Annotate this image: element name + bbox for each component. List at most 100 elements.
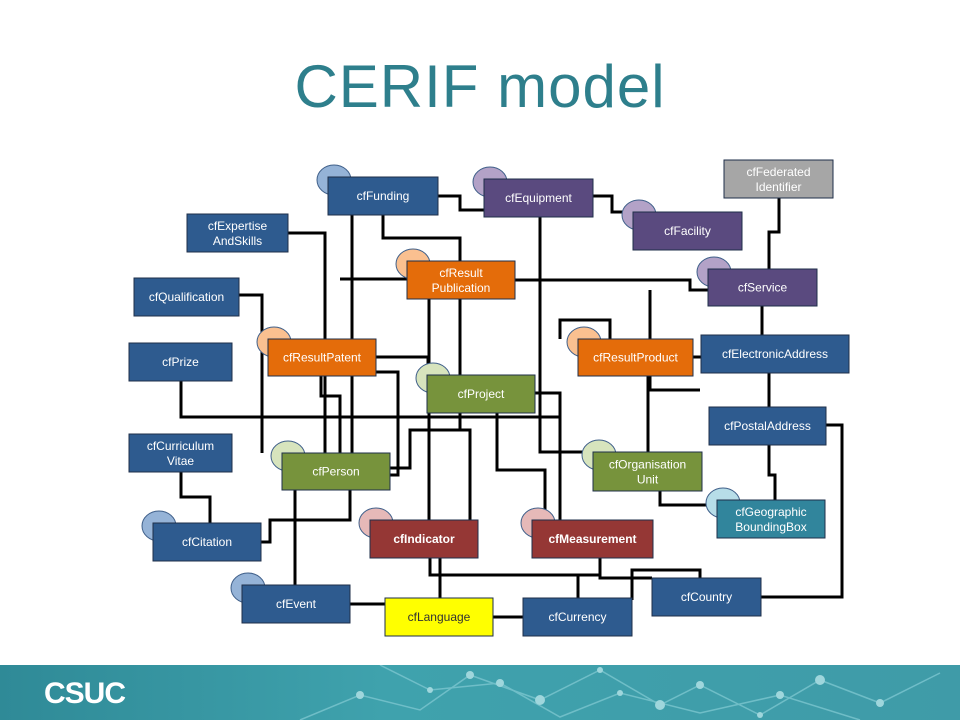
entity-label: cfLanguage [408,610,471,624]
relationship-line [179,472,212,523]
connector-lines [179,194,844,619]
entity-box [483,178,594,218]
entity-box [651,577,762,617]
entity-label: cfFacility [664,224,711,238]
entity-label: cfEquipment [505,191,572,205]
entity-country[interactable]: cfCountry [651,577,762,617]
entity-label: cfIndicator [393,532,455,546]
entity-box [152,522,262,562]
entity-box [267,338,377,377]
entity-box [406,260,516,300]
entity-box [128,433,233,473]
entity-label: cfResultProduct [593,351,678,365]
entity-resultpatent[interactable]: cfResultPatent [256,326,377,377]
entity-postal[interactable]: cfPostalAddress [708,406,827,446]
relationship-line [381,215,462,262]
entity-facility[interactable]: cfFacility [621,199,743,251]
network-decoration [299,665,941,720]
entity-currency[interactable]: cfCurrency [522,597,633,637]
entity-box [708,406,827,446]
entity-box [281,452,391,491]
entity-label: cfPrize [162,355,199,369]
entity-eaddress[interactable]: cfElectronicAddress [700,334,850,374]
entity-citation[interactable]: cfCitation [141,510,262,562]
entity-label: cfPostalAddress [724,419,811,433]
entity-label: cfPerson [312,465,359,479]
entity-event[interactable]: cfEvent [230,572,351,624]
relationship-line [438,194,484,212]
relationship-line [761,423,844,599]
relationship-line [428,558,602,577]
relationship-line [319,376,342,453]
slide-title: CERIF model [294,53,666,120]
entity-label: cfElectronicAddress [722,347,828,361]
entity-label: cfCurrency [548,610,606,624]
entity-qualification[interactable]: cfQualification [133,277,240,317]
entity-box [716,499,826,539]
relationship-line [282,490,352,522]
entity-box [128,342,233,382]
relationship-line [630,568,702,600]
entity-label: cfQualification [149,290,224,304]
entity-label: cfResultPatent [283,351,362,365]
relationship-line [495,413,547,520]
relationship-line [538,217,593,454]
entity-box [369,519,479,559]
entity-box [241,584,351,624]
entity-box [426,374,536,414]
relationship-line [767,445,777,500]
relationship-line [390,428,460,470]
entity-resultproduct[interactable]: cfResultProduct [566,326,694,377]
entity-funding[interactable]: cfFunding [316,164,439,216]
relationship-line [458,413,472,520]
entity-label: cfCountry [681,590,732,604]
entity-project[interactable]: cfProject [415,362,536,414]
entity-service[interactable]: cfService [696,256,818,307]
relationship-line [598,558,652,580]
entity-indicator[interactable]: cfIndicator [358,507,479,559]
entity-label: cfFunding [357,189,410,203]
entity-box [592,451,703,492]
entity-language[interactable]: cfLanguage [384,597,494,637]
entity-label: cfService [738,281,788,295]
entity-box [327,176,439,216]
entity-box [384,597,494,637]
relationship-line [261,518,282,544]
entity-person[interactable]: cfPerson [270,440,391,491]
relationship-line [648,376,700,392]
relationship-line [535,391,562,520]
entity-box [632,211,743,251]
relationship-line [558,318,612,339]
entity-box [723,159,834,199]
relationship-line [239,293,264,453]
entity-measurement[interactable]: cfMeasurement [520,507,654,559]
entity-box [531,519,654,559]
entity-equipment[interactable]: cfEquipment [472,166,594,218]
entity-label: cfEvent [276,597,317,611]
entity-box [707,268,818,307]
entity-box [522,597,633,637]
entity-box [133,277,240,317]
csuc-logo: CSUC [44,677,126,710]
relationship-line [407,278,708,292]
entity-box [700,334,850,374]
relationship-line [767,198,781,269]
entity-prize[interactable]: cfPrize [128,342,233,382]
entity-box [577,338,694,377]
entity-label: cfCitation [182,535,232,549]
relationship-line [376,370,400,477]
